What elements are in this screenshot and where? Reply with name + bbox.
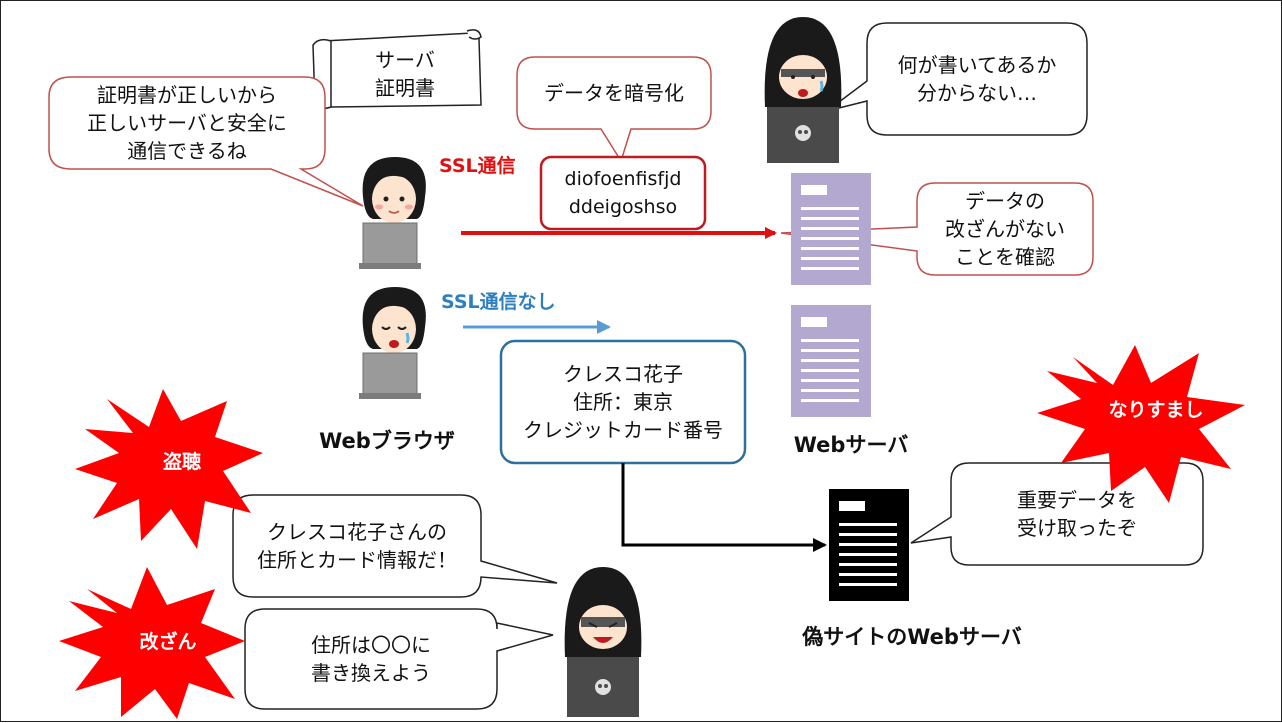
integrity-bubble-text: データの 改ざんがない ことを確認 <box>919 185 1091 273</box>
encrypt-speech-bubble <box>516 56 712 163</box>
redirect-arrow <box>621 463 827 552</box>
plaintext-line-3: クレジットカード番号 <box>523 418 723 442</box>
fake-server-label: 偽サイトのWebサーバ <box>802 625 1022 649</box>
happy-user-icon <box>359 157 426 269</box>
integrity-speech-bubble <box>780 182 1094 276</box>
fake-server-bubble-line-2: 受け取ったぞ <box>1017 516 1137 540</box>
attacker-speech-bubble <box>826 22 1088 136</box>
eavesdrop-bubble-text: クレスコ花子さんの 住所とカード情報だ！ <box>235 497 479 595</box>
client-bubble-text: 証明書が正しいから 正しいサーバと安全に 通信できるね <box>51 79 323 167</box>
attacker-bubble-text: 何が書いてあるか 分からない… <box>869 25 1085 133</box>
fake-server-bubble-text: 重要データを 受け取ったぞ <box>953 465 1201 563</box>
plaintext-line-2: 住所：東京 <box>573 390 673 414</box>
tamper-bubble-line-1: 住所は〇〇に <box>311 633 431 657</box>
tamper-burst-label: 改ざん <box>139 631 197 653</box>
encrypt-bubble-line-1: データを暗号化 <box>544 81 684 105</box>
ciphertext-line-1: diofoenfisfjd <box>564 168 682 190</box>
plaintext-box: クレスコ花子 住所：東京 クレジットカード番号 <box>503 345 743 459</box>
eavesdrop-speech-bubble <box>232 494 558 598</box>
no-ssl-label: SSL通信なし <box>441 291 556 313</box>
ciphertext-line-2: ddeigoshso <box>568 196 678 218</box>
fake-server-speech-bubble <box>910 462 1204 566</box>
ciphertext-box-frame <box>539 155 707 231</box>
integrity-bubble-line-2: 改ざんがない <box>945 217 1065 241</box>
integrity-bubble-line-1: データの <box>965 189 1045 213</box>
tamper-bubble-line-2: 書き換えよう <box>311 661 431 685</box>
eavesdrop-bubble-line-1: クレスコ花子さんの <box>267 520 447 544</box>
client-bubble-line-3: 通信できるね <box>127 139 247 163</box>
attacker-bubble-line-1: 何が書いてあるか <box>897 53 1057 77</box>
eavesdrop-burst-label: 盗聴 <box>162 451 201 473</box>
client-bubble-line-2: 正しいサーバと安全に <box>87 111 287 135</box>
web-server-bottom-icon <box>791 305 871 417</box>
spoof-burst-label: なりすまし <box>1108 399 1204 421</box>
hacker-confused-icon <box>764 17 842 163</box>
server-label: Webサーバ <box>793 433 909 457</box>
ssl-label: SSL通信 <box>439 155 516 177</box>
spoof-burst-icon <box>1037 345 1245 503</box>
tamper-speech-bubble <box>244 608 554 710</box>
encrypt-bubble-text: データを暗号化 <box>519 59 709 127</box>
certificate-line-1: サーバ <box>375 48 435 72</box>
certificate-line-2: 証明書 <box>375 76 435 100</box>
tamper-bubble-text: 住所は〇〇に 書き換えよう <box>247 611 495 707</box>
eavesdrop-bubble-line-2: 住所とカード情報だ！ <box>257 548 457 572</box>
browser-label: Webブラウザ <box>319 429 455 453</box>
web-server-top-icon <box>791 173 871 285</box>
fake-server-icon <box>829 489 909 601</box>
eavesdrop-burst-icon <box>75 389 263 549</box>
plaintext-line-1: クレスコ花子 <box>563 362 683 386</box>
hacker-attacker-icon <box>564 567 642 717</box>
certificate-text: サーバ 証明書 <box>335 43 475 105</box>
worried-user-icon <box>359 287 426 399</box>
integrity-bubble-line-3: ことを確認 <box>955 245 1055 269</box>
fake-server-bubble-line-1: 重要データを <box>1017 488 1137 512</box>
client-speech-bubble <box>48 76 364 207</box>
ciphertext-box: diofoenfisfjd ddeigoshso <box>543 159 703 227</box>
tamper-burst-icon <box>59 567 245 719</box>
client-bubble-line-1: 証明書が正しいから <box>97 83 277 107</box>
attacker-bubble-line-2: 分からない… <box>917 81 1037 105</box>
